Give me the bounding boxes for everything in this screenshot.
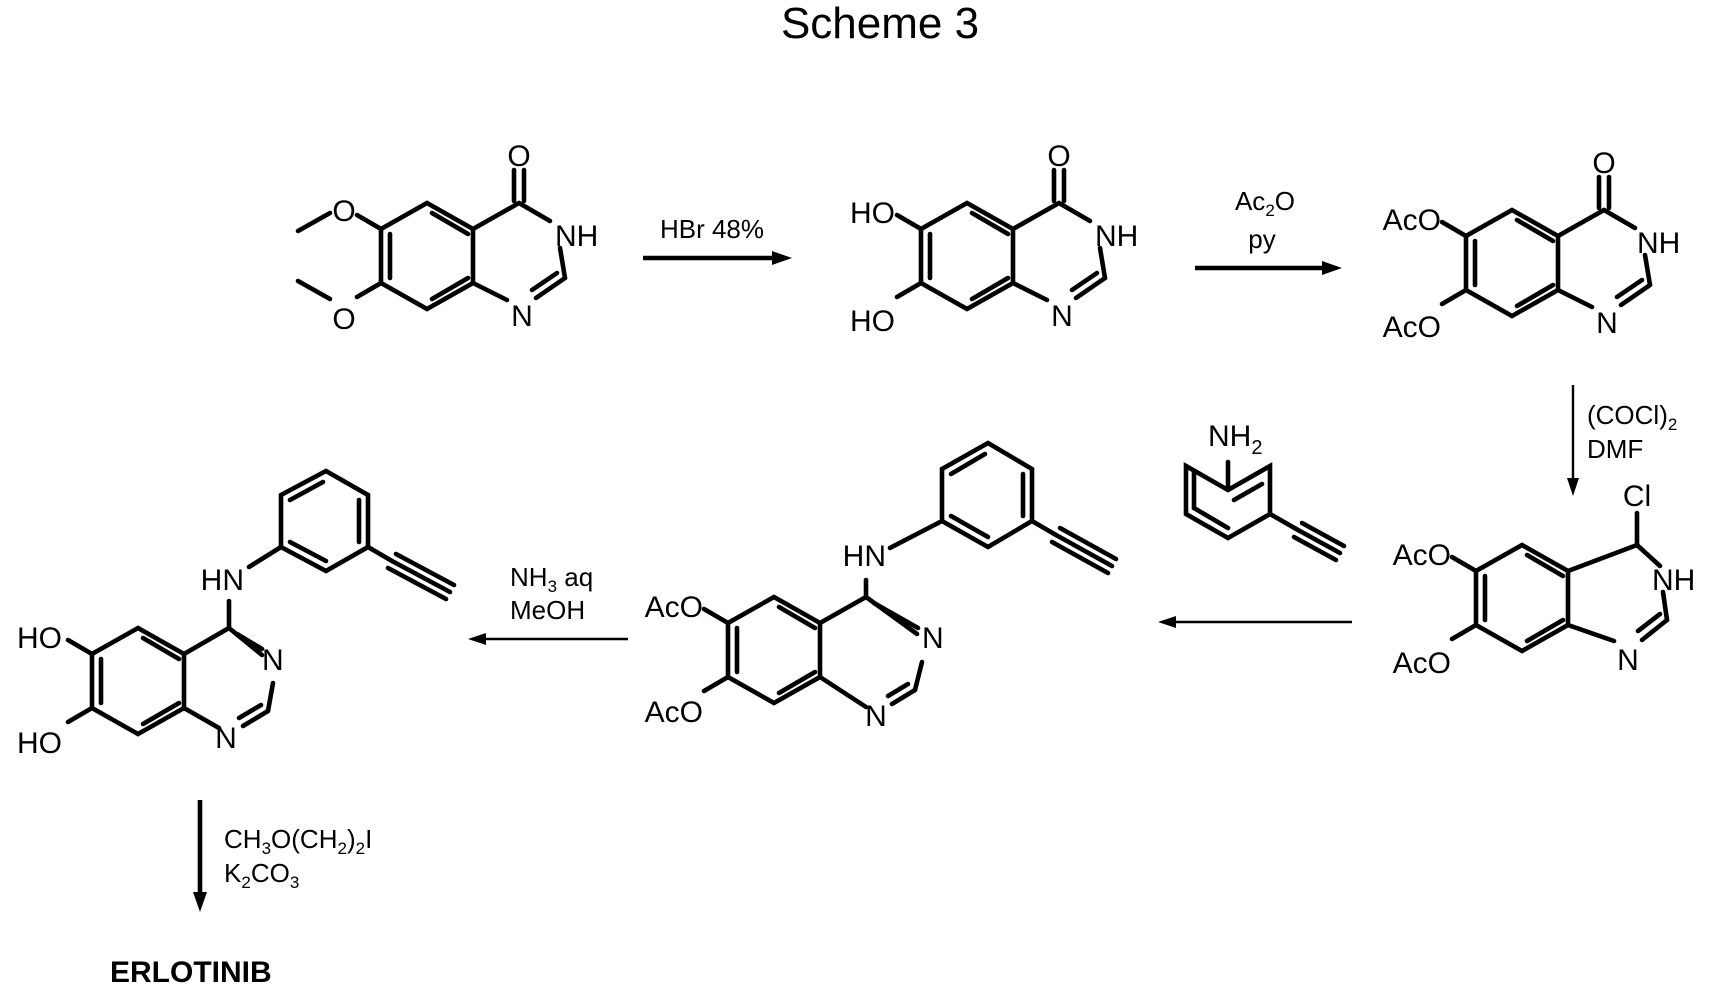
condition-ammonia: NH3 aq (510, 562, 593, 596)
acetoxy-label: AcO (1393, 539, 1451, 572)
amine-nh-label: NH (1652, 564, 1695, 597)
amine-nh2-label: NH2 (1208, 420, 1262, 459)
compound-chloro-intermediate: Cl NH N AcO AcO (1393, 480, 1696, 680)
anilino-nh-label: HN (843, 540, 886, 573)
carbonyl-oxygen-label: O (507, 140, 530, 173)
acetoxy-label: AcO (1383, 311, 1441, 344)
condition-methanol: MeOH (510, 595, 585, 625)
scheme-title: Scheme 3 (781, 0, 979, 48)
condition-dmf: DMF (1587, 434, 1643, 464)
ring-nitrogen-label: N (1596, 307, 1618, 340)
amide-nh-label: NH (1637, 227, 1680, 260)
carbonyl-oxygen-label: O (1592, 147, 1615, 180)
compound-dimethoxyquinazolinone: O NH N O O (295, 140, 598, 336)
ring-nitrogen-label: N (865, 700, 887, 733)
reaction-arrow-step4 (1158, 616, 1352, 628)
amide-nh-label: NH (1095, 220, 1138, 253)
compound-dihydroxy-anilinoquinazoline: HN N N HO HO (17, 468, 457, 760)
ring-nitrogen-label: N (511, 300, 533, 333)
hydroxyl-label: HO (17, 727, 62, 760)
reagent-ethynylaniline: NH2 (1183, 420, 1347, 563)
compound-dihydroxyquinazolinone: O NH N HO HO (850, 140, 1138, 338)
condition-acetic-anhydride: Ac2O (1235, 186, 1295, 220)
hydroxyl-label: HO (17, 622, 62, 655)
reaction-arrow-step2: Ac2O py (1195, 186, 1342, 275)
acetoxy-label: AcO (645, 696, 703, 729)
amide-nh-label: NH (555, 220, 598, 253)
methoxy-oxygen-label: O (332, 195, 355, 228)
acetoxy-label: AcO (1393, 647, 1451, 680)
ring-nitrogen-label: N (922, 622, 944, 655)
hydroxyl-label: HO (850, 197, 895, 230)
methoxy-oxygen-label: O (332, 303, 355, 336)
hydroxyl-label: HO (850, 305, 895, 338)
ring-nitrogen-label: N (262, 644, 284, 677)
acetoxy-label: AcO (645, 591, 703, 624)
reaction-arrow-step1: HBr 48% (643, 214, 792, 265)
condition-hbr: HBr 48% (660, 214, 764, 244)
carbonyl-oxygen-label: O (1047, 140, 1070, 173)
ring-nitrogen-label: N (1617, 644, 1639, 677)
product-label: ERLOTINIB (110, 956, 272, 989)
condition-pyridine: py (1248, 224, 1275, 254)
reaction-arrow-step5: NH3 aq MeOH (468, 562, 628, 645)
chlorine-label: Cl (1623, 480, 1651, 513)
acetoxy-label: AcO (1383, 204, 1441, 237)
condition-potassium-carbonate: K2CO3 (224, 858, 299, 892)
ring-nitrogen-label: N (1051, 300, 1073, 333)
reaction-arrow-step3: (COCl)2 DMF (1567, 385, 1677, 496)
compound-diacetoxy-anilinoquinazoline: HN N N AcO AcO (645, 440, 1119, 733)
anilino-nh-label: HN (201, 564, 244, 597)
compound-diacetoxyquinazolinone: O NH N AcO AcO (1383, 147, 1681, 344)
condition-oxalyl-chloride: (COCl)2 (1587, 400, 1677, 434)
reaction-arrow-step6: CH3O(CH2)2I K2CO3 (193, 800, 372, 912)
ring-nitrogen-label: N (215, 722, 237, 755)
condition-methoxyethyl-iodide: CH3O(CH2)2I (224, 824, 372, 858)
